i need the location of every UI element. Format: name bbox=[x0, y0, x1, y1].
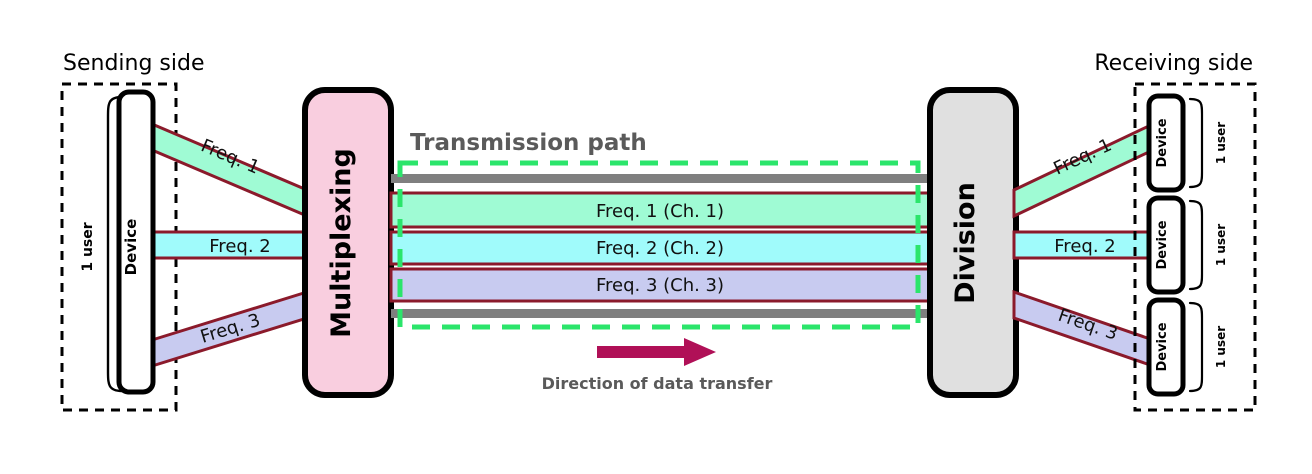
division-box[interactable]: Division bbox=[927, 87, 1019, 398]
receiving-user-bracket-1 bbox=[1188, 97, 1204, 189]
receiving-user-label-2: 1 user bbox=[1214, 224, 1228, 266]
receiving-user-bracket-2 bbox=[1188, 199, 1204, 291]
send-stream-freq2-label: Freq. 2 bbox=[209, 236, 270, 257]
receiving-side-title: Receiving side bbox=[1094, 51, 1253, 76]
receiving-device-3-label: Device bbox=[1155, 322, 1170, 371]
receiving-user-label-1: 1 user bbox=[1214, 122, 1228, 164]
recv-stream-freq2: Freq. 2 bbox=[1012, 230, 1155, 260]
data-transfer-arrow bbox=[597, 338, 716, 366]
receiving-device-2-label: Device bbox=[1155, 220, 1170, 269]
channel-band-3-label: Freq. 3 (Ch. 3) bbox=[596, 275, 724, 296]
receiving-device-3[interactable]: Device bbox=[1146, 297, 1186, 397]
direction-of-data-transfer-label: Direction of data transfer bbox=[542, 374, 773, 393]
send-stream-freq2: Freq. 2 bbox=[150, 230, 309, 260]
transmission-path-frame bbox=[397, 160, 921, 330]
receiving-device-1-label: Device bbox=[1155, 118, 1170, 167]
guard-band-bottom bbox=[391, 309, 930, 318]
channel-band-2-label: Freq. 2 (Ch. 2) bbox=[596, 238, 724, 259]
receiving-side-container bbox=[1133, 82, 1257, 412]
sending-device-label: Device bbox=[122, 219, 140, 276]
receiving-device-2[interactable]: Device bbox=[1146, 195, 1186, 295]
multiplexing-box[interactable]: Multiplexing bbox=[302, 87, 394, 398]
transmission-path-bands: Freq. 1 (Ch. 1) Freq. 2 (Ch. 2) Freq. 3 … bbox=[389, 174, 932, 318]
sending-user-label: 1 user bbox=[80, 222, 96, 271]
multiplexing-label: Multiplexing bbox=[326, 148, 357, 338]
sending-device[interactable]: Device bbox=[116, 89, 156, 395]
sending-user-bracket bbox=[106, 95, 124, 393]
sending-side-title: Sending side bbox=[63, 51, 205, 76]
receiving-user-bracket-3 bbox=[1188, 301, 1204, 393]
receiving-user-label-3: 1 user bbox=[1214, 326, 1228, 368]
recv-stream-freq2-label: Freq. 2 bbox=[1054, 236, 1115, 257]
channel-band-1-label: Freq. 1 (Ch. 1) bbox=[596, 201, 724, 222]
recv-stream-freq3: Freq. 3 bbox=[1012, 289, 1155, 369]
recv-stream-freq1: Freq. 1 bbox=[1012, 121, 1155, 219]
transmission-path-title: Transmission path bbox=[410, 130, 647, 156]
channel-band-3 bbox=[389, 267, 932, 303]
receiving-device-1[interactable]: Device bbox=[1146, 93, 1186, 193]
guard-band-top bbox=[391, 174, 930, 183]
channel-band-1 bbox=[389, 191, 932, 229]
division-label: Division bbox=[950, 182, 981, 304]
